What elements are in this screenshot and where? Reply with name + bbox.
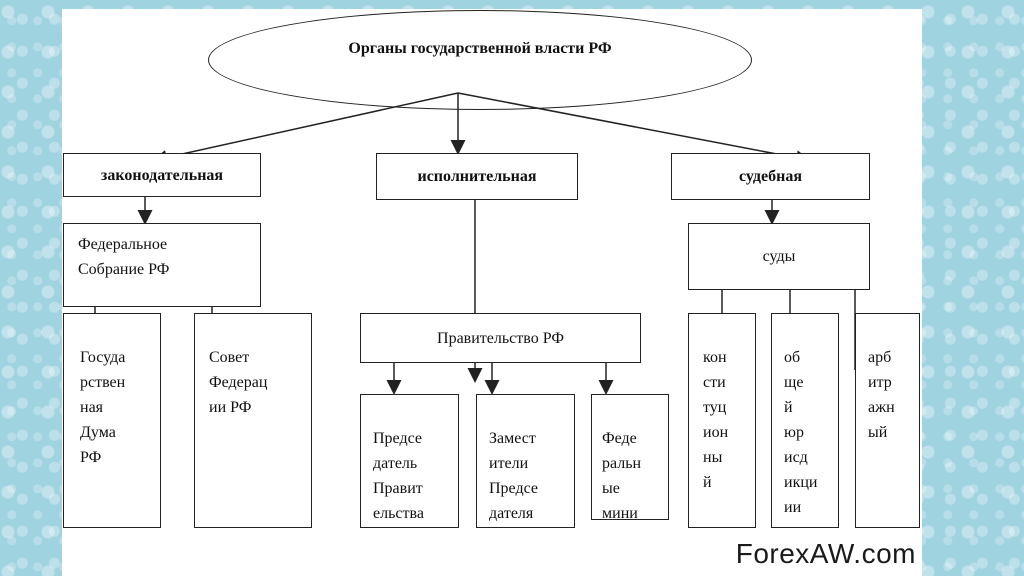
arbitration-court-box: арб итр ажн ый [855,313,920,528]
federation-council-label: Совет Федерац ии РФ [209,349,268,416]
executive-label: исполнительная [417,168,537,185]
root-node: Органы государственной власти РФ [208,10,752,110]
general-jurisdiction-label: об ще й юр исд икци ии [784,349,818,516]
courts-box: суды [688,223,870,290]
legislative-label: законодательная [100,166,224,184]
constitutional-court-label: кон сти туц ион ны й [703,349,729,491]
courts-label: суды [762,248,796,265]
watermark-logo: ForexAW.com [735,538,916,569]
legislative-branch: законодательная [63,153,261,197]
federal-assembly-label: Федеральное Собрание РФ [78,236,170,278]
ministries-box: Феде ральн ые мини стры [591,394,669,520]
arbitration-court-label: арб итр ажн ый [868,349,895,441]
general-jurisdiction-box: об ще й юр исд икци ии [771,313,839,528]
federal-assembly-box: Федеральное Собрание РФ [63,223,261,307]
ministries-label: Феде ральн ые мини стры [602,430,642,520]
chairman-box: Предсе датель Правит ельства [360,394,459,528]
government-box: Правительство РФ [360,313,641,363]
government-label: Правительство РФ [437,329,564,347]
federation-council-box: Совет Федерац ии РФ [194,313,312,528]
root-label: Органы государственной власти РФ [348,40,612,57]
state-duma-box: Госуда рствен ная Дума РФ [63,313,161,528]
constitutional-court-box: кон сти туц ион ны й [688,313,756,528]
state-duma-label: Госуда рствен ная Дума РФ [80,349,126,466]
chairman-label: Предсе датель Правит ельства [373,430,424,522]
deputies-label: Замест ители Предсе дателя [489,430,538,522]
judicial-branch: судебная [671,153,870,200]
deputies-box: Замест ители Предсе дателя [476,394,575,528]
executive-branch: исполнительная [376,153,578,200]
judicial-label: судебная [739,168,802,185]
